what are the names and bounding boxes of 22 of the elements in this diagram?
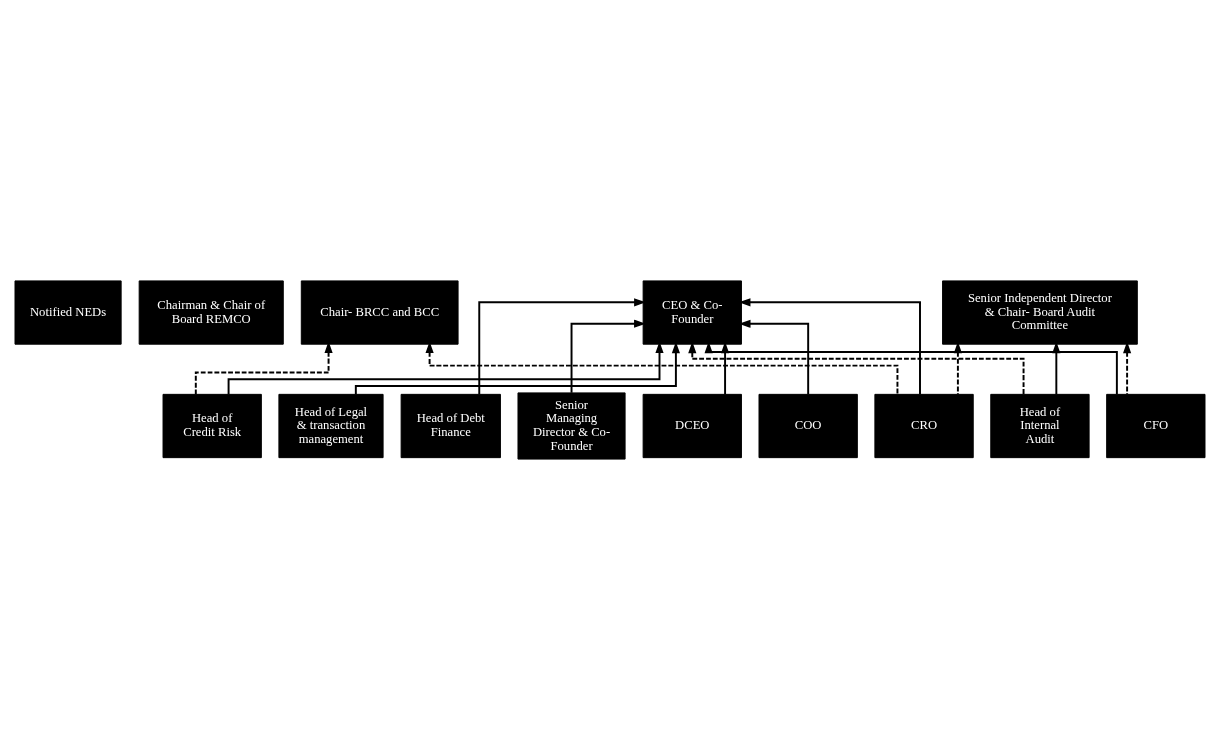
arrow (478, 298, 646, 396)
node-box: Head of Legal & transaction management (278, 393, 384, 459)
node-box: Head of Debt Finance (400, 393, 501, 459)
node-box: Head of Internal Audit (990, 393, 1090, 459)
arrow (1123, 341, 1132, 396)
node-box: Notified NEDs (14, 280, 122, 345)
node-box: DCEO (642, 393, 742, 459)
node-box: Senior Independent Director & Chair- Board Audit Committee (942, 280, 1138, 345)
arrow (194, 341, 333, 396)
node-box: Head of Credit Risk (162, 393, 262, 459)
node-box: Chairman & Chair of Board REMCO (138, 280, 284, 345)
node-box: CRO (874, 393, 974, 459)
arrow (738, 298, 921, 396)
arrow (354, 341, 680, 396)
arrow (227, 341, 664, 396)
arrow (738, 319, 810, 396)
node-box: CEO & Co-Founder (642, 280, 742, 345)
node-box: Chair- BRCC and BCC (300, 280, 459, 345)
node-box: COO (758, 393, 858, 459)
arrow (570, 319, 646, 394)
node-box: Senior Managing Director & Co-Founder (517, 392, 626, 460)
node-box: CFO (1106, 393, 1206, 459)
